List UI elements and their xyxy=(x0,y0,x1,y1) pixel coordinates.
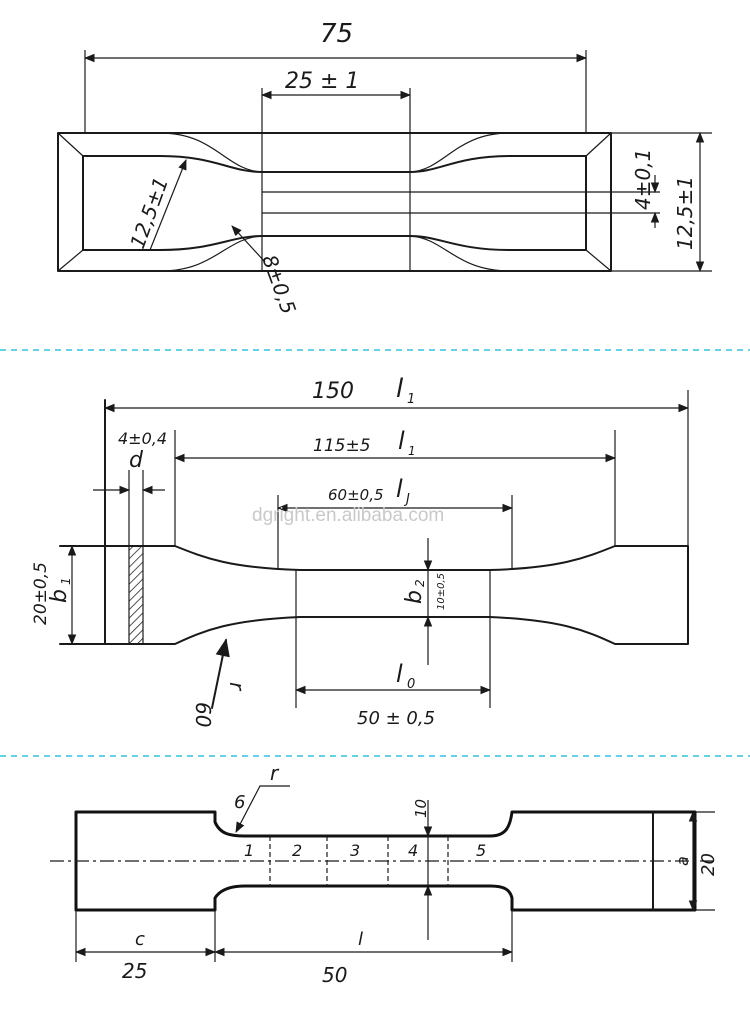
fig3-radius-leader xyxy=(235,785,290,833)
fig2-overall-symbol: l xyxy=(396,374,404,404)
fig2-thickness-symbol: d xyxy=(129,448,144,473)
fig3-gauge-symbol: l xyxy=(358,929,363,950)
svg-text:J: J xyxy=(403,492,410,507)
svg-text:1: 1 xyxy=(407,392,415,407)
fig3-gauge-mark: 3 xyxy=(350,841,360,860)
fig2-end-width-symbol: b xyxy=(47,589,72,603)
fig1-narrow-width-leader xyxy=(231,225,266,263)
fig3-narrow-width-label: 10 xyxy=(412,799,430,818)
fig3-specimen-outline xyxy=(74,810,697,912)
fig2-parallel-length-label: 60±0,5 xyxy=(328,486,384,504)
fig2-grip-symbol: l xyxy=(398,427,405,455)
fig2-narrow-width-symbol: b xyxy=(402,590,427,604)
fig3-width-label: 20 xyxy=(698,853,719,876)
fig2-narrow-width-label: 10±0,5 xyxy=(436,573,447,610)
figure-1-specimen: 75 25 ± 1 12,5±1 8±0,5 4±0,1 12,5±1 xyxy=(57,19,712,318)
svg-text:1: 1 xyxy=(408,444,416,458)
svg-text:0: 0 xyxy=(407,677,415,692)
fig2-end-width-label: 20±0,5 xyxy=(31,562,51,625)
fig3-grip-length-label: 25 xyxy=(122,959,147,983)
figure-3-specimen: 1 2 3 4 5 10 r 6 a 20 c l 25 50 xyxy=(50,761,719,987)
fig3-grip-symbol: c xyxy=(135,929,145,950)
fig2-radius-value: 60 xyxy=(191,702,215,727)
svg-text:1: 1 xyxy=(59,577,73,585)
fig1-narrow-width-label: 8±0,5 xyxy=(257,252,301,318)
figure-2-specimen: 4±0,4 d 150 l 1 115±5 l 1 60±0,5 l J 20±… xyxy=(31,374,690,729)
fig2-gauge-symbol: l xyxy=(396,660,403,688)
fig3-gauge-length-label: 50 xyxy=(322,963,347,987)
watermark: dgright.en.alibaba.com xyxy=(252,505,444,526)
fig2-specimen-outline xyxy=(59,545,689,645)
fig3-radius-value: 6 xyxy=(234,792,245,813)
fig1-end-width-label: 12,5±1 xyxy=(673,176,697,250)
fig2-thickness-hatch xyxy=(128,545,144,645)
fig2-radius-leader xyxy=(211,638,230,709)
svg-text:2: 2 xyxy=(413,579,427,587)
fig1-overall-length-label: 75 xyxy=(320,19,353,49)
fig3-gauge-mark: 4 xyxy=(408,841,418,860)
fig1-thickness-label: 4±0,1 xyxy=(631,149,655,210)
fig1-outer-outline xyxy=(57,132,612,272)
fig3-gauge-mark: 2 xyxy=(292,841,302,860)
fig2-grip-distance-label: 115±5 xyxy=(313,436,371,456)
fig2-gauge-length-label: 50 ± 0,5 xyxy=(357,708,435,729)
fig3-gauge-mark: 5 xyxy=(476,841,486,860)
fig1-narrow-length-label: 25 ± 1 xyxy=(285,69,359,94)
fig1-radius-label: 12,5±1 xyxy=(125,174,173,252)
fig1-radius-leader xyxy=(149,158,187,251)
fig2-radius-symbol: r xyxy=(225,682,249,692)
fig2-thickness-label: 4±0,4 xyxy=(118,429,167,448)
fig3-radius-symbol: r xyxy=(270,761,280,785)
fig3-gauge-mark: 1 xyxy=(244,841,254,860)
fig1-specimen-outline xyxy=(82,155,587,251)
fig2-parallel-symbol: l xyxy=(396,475,403,503)
fig3-width-symbol: a xyxy=(673,856,692,866)
fig2-overall-length-label: 150 xyxy=(312,379,354,404)
